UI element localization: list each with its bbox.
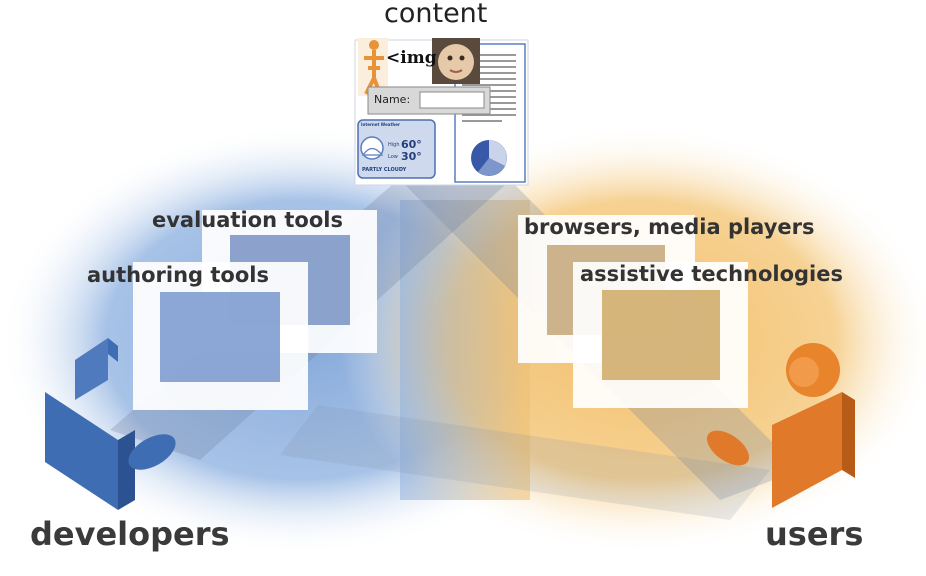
weather-title: Internet Weather — [361, 122, 400, 127]
evaluation-tools-label: evaluation tools — [152, 208, 343, 232]
users-label: users — [765, 515, 864, 553]
developers-label: developers — [30, 515, 230, 553]
name-field-label: Name: — [374, 93, 411, 106]
weather-condition: PARTLY CLOUDY — [362, 167, 407, 173]
weather-high-label: High — [388, 142, 400, 148]
authoring-tools-label: authoring tools — [87, 263, 269, 287]
dancer-icon — [358, 38, 388, 96]
glow-blend — [400, 200, 530, 500]
assistive-technologies-frame — [573, 262, 748, 408]
assistive-technologies-label: assistive technologies — [580, 262, 844, 286]
authoring-tools-frame — [133, 262, 308, 410]
content-panel — [354, 38, 529, 186]
beam-developers-to-users — [280, 405, 770, 520]
img-code-text: <img — [386, 48, 437, 68]
pie-chart-icon — [471, 140, 507, 176]
weather-low: 30° — [401, 150, 422, 163]
weather-icon — [357, 119, 436, 179]
weather-high: 60° — [401, 138, 422, 151]
baby-photo-icon — [432, 38, 480, 84]
hand-icon — [706, 430, 750, 466]
weather-low-label: Low — [388, 154, 398, 160]
developer-figure-icon — [45, 338, 176, 510]
content-title: content — [384, 0, 488, 29]
user-figure-icon — [706, 343, 855, 508]
browsers-label: browsers, media players — [524, 215, 815, 239]
hand-icon — [128, 434, 176, 470]
